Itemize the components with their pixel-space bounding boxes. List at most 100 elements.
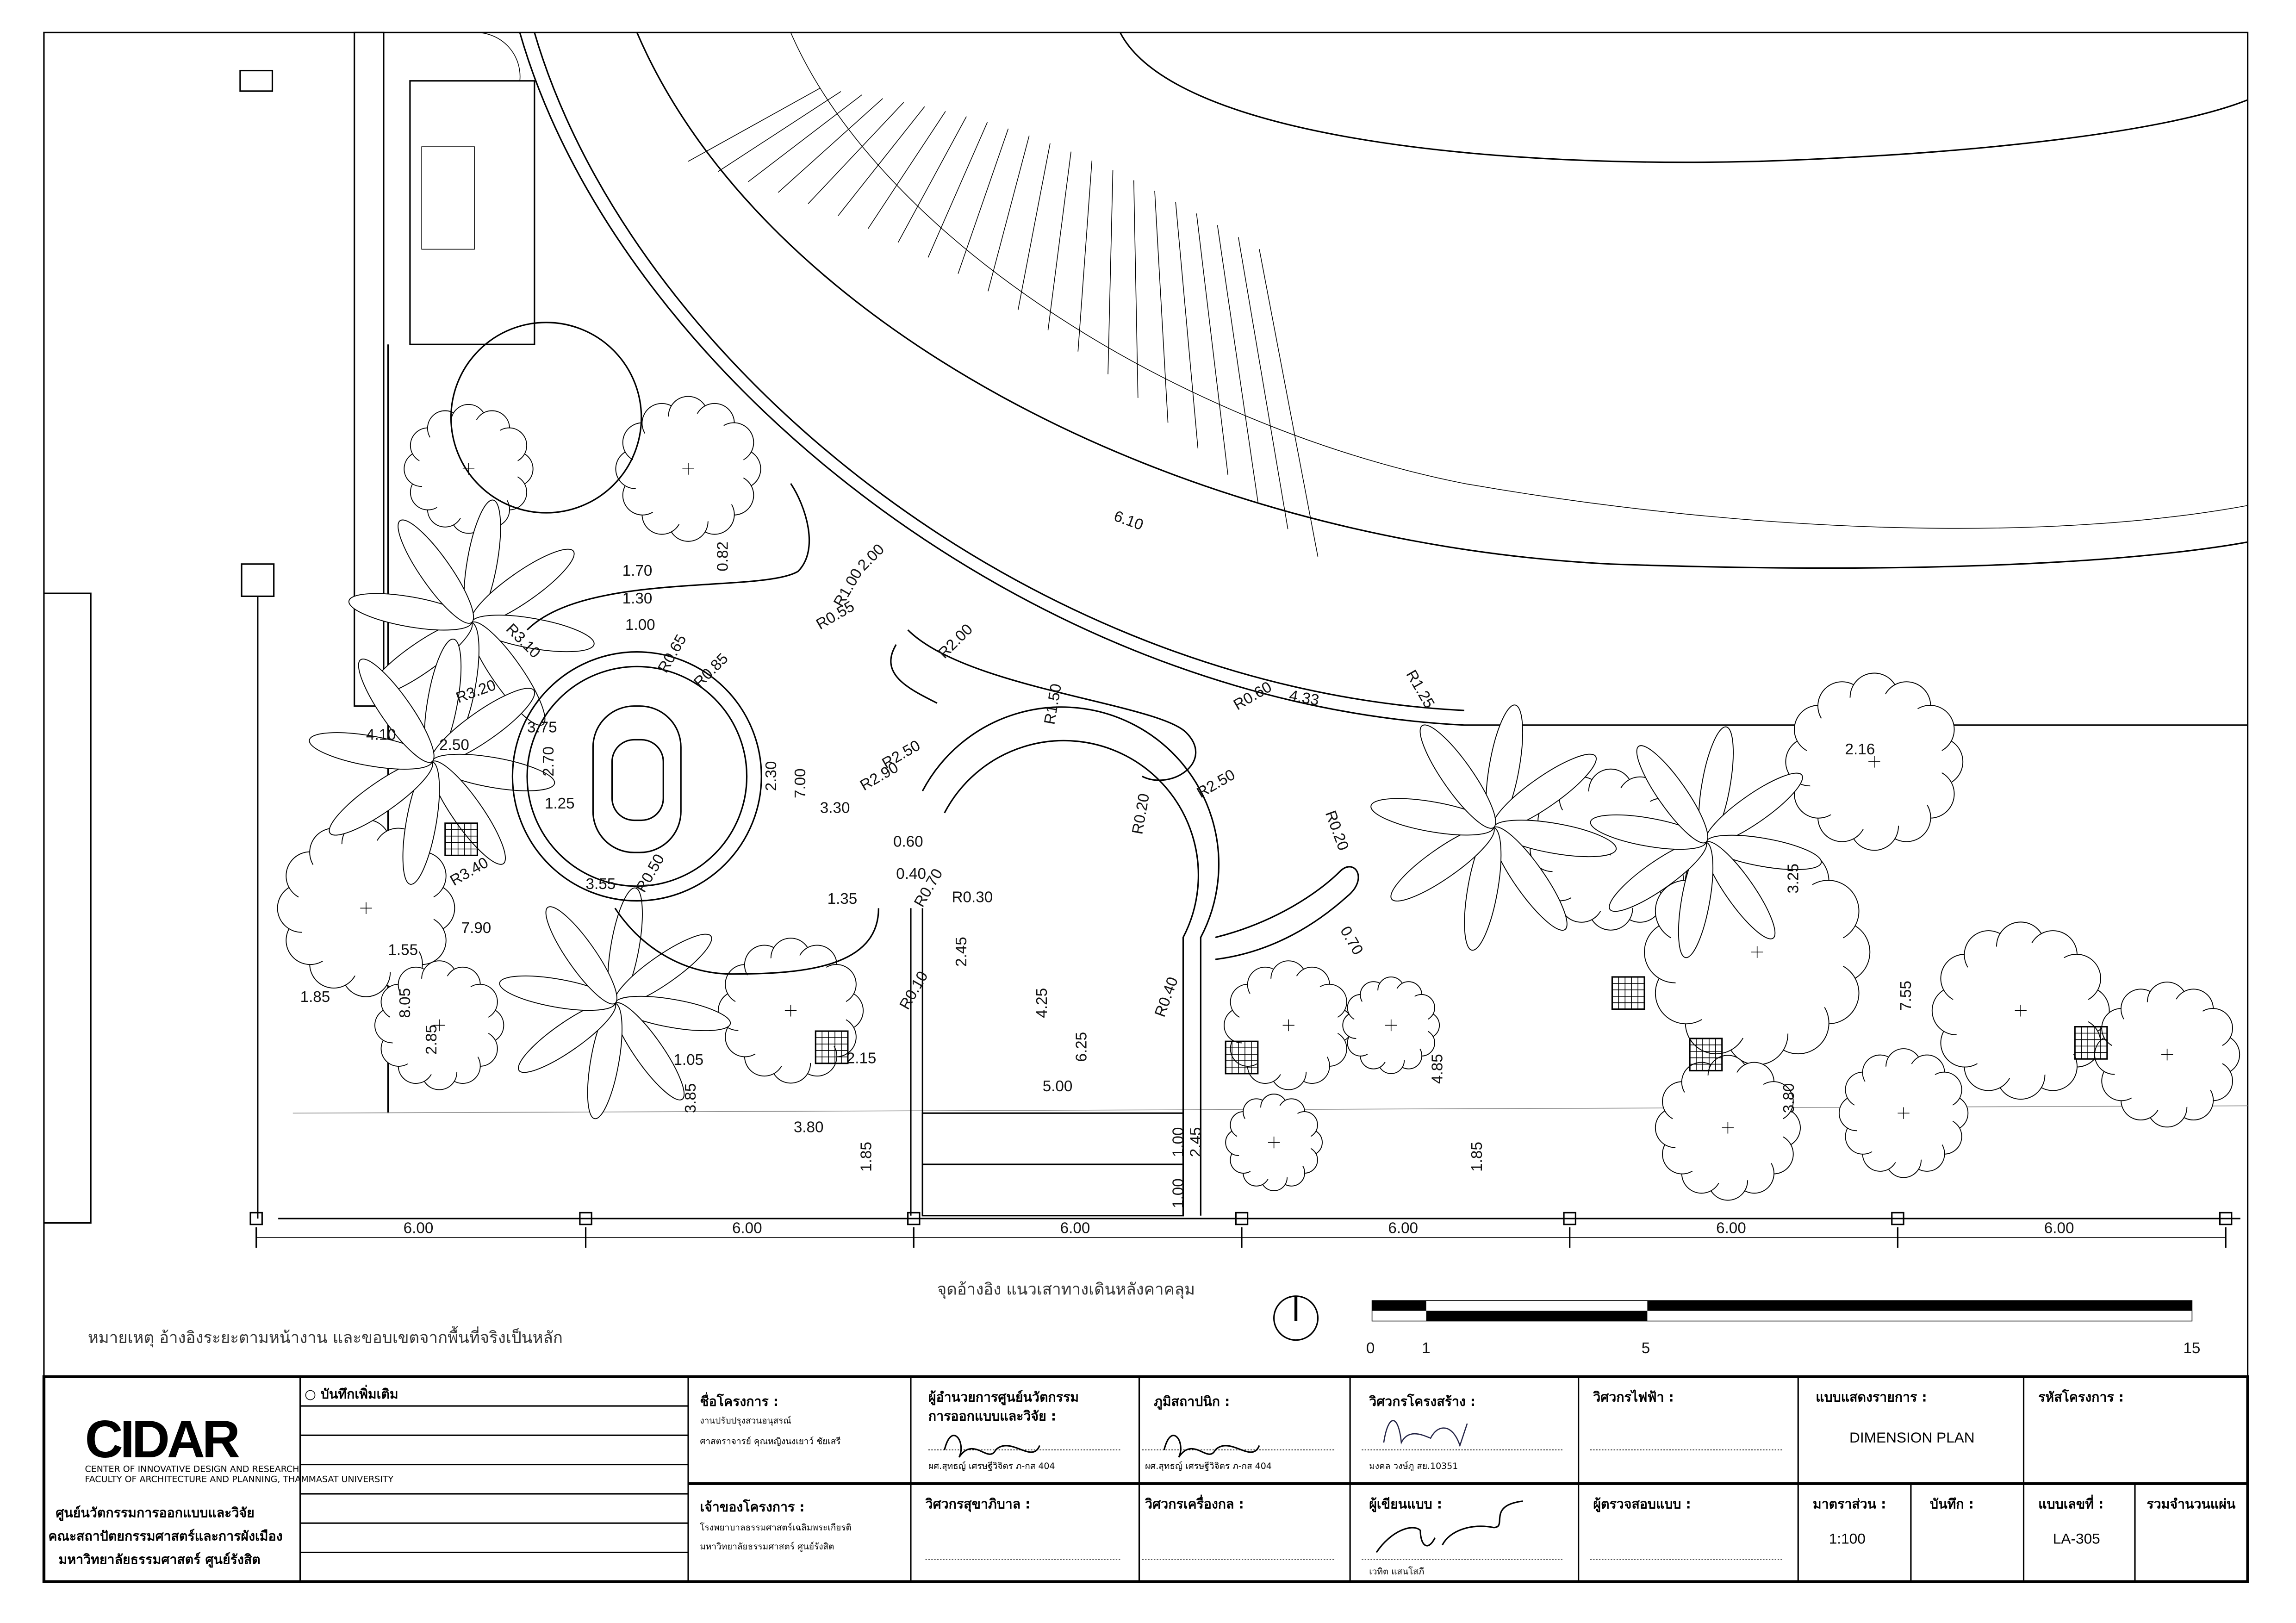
stair-building — [44, 31, 2248, 1224]
dimension-label: R0.40 — [1151, 975, 1182, 1019]
dimension-label: 1.85 — [300, 989, 330, 1006]
signature — [944, 1435, 1040, 1458]
tree-canopy — [1838, 1048, 1969, 1178]
dimension-label: 4.25 — [1033, 988, 1051, 1018]
svg-text:เจ้าของโครงการ :: เจ้าของโครงการ : — [700, 1499, 804, 1515]
column-marker — [579, 1212, 592, 1225]
dimension-label: 3.30 — [820, 800, 850, 817]
dimension-label: 3.55 — [586, 876, 616, 893]
tree-canopy — [1225, 1094, 1323, 1191]
dimension-label: 8.05 — [397, 988, 414, 1018]
dimension-label: 3.80 — [1780, 1083, 1798, 1113]
svg-text:วิศวกรโครงสร้าง :: วิศวกรโครงสร้าง : — [1369, 1393, 1475, 1409]
dimension-label: 3.80 — [794, 1119, 824, 1136]
grid-dimension: 6.00 — [2044, 1220, 2074, 1237]
svg-text:0: 0 — [1366, 1340, 1375, 1357]
svg-text:มหาวิทยาลัยธรรมศาสตร์ ศูนย์รัง: มหาวิทยาลัยธรรมศาสตร์ ศูนย์รังสิต — [59, 1552, 261, 1568]
dimension-label: 6.25 — [1073, 1032, 1090, 1062]
dimension-label: 3.85 — [682, 1083, 699, 1113]
dimension-label: 3.25 — [1785, 864, 1802, 894]
svg-text:วิศวกรเครื่องกล :: วิศวกรเครื่องกล : — [1145, 1495, 1244, 1512]
svg-text:ผศ.สุทธญ์ เศรษฐีวิจิตร ภ-กส 40: ผศ.สุทธญ์ เศรษฐีวิจิตร ภ-กส 404 — [1145, 1461, 1272, 1472]
planting — [277, 396, 2240, 1201]
tree-canopy — [1224, 960, 1354, 1090]
grid-dimension: 6.00 — [1388, 1220, 1418, 1237]
svg-text:โรงพยาบาลธรรมศาสตร์เฉลิมพระเกี: โรงพยาบาลธรรมศาสตร์เฉลิมพระเกียรติ — [700, 1523, 851, 1533]
garden-paths — [511, 483, 1359, 1217]
column-marker — [1563, 1212, 1576, 1225]
remark-note: หมายเหตุ อ้างอิงระยะตามหน้างาน และขอบเขต… — [88, 1326, 563, 1347]
dimension-label: 7.55 — [1898, 981, 1915, 1011]
dimension-label: 4.10 — [366, 726, 396, 743]
dimension-label: 1.70 — [622, 562, 653, 579]
existing-tree — [450, 322, 642, 514]
parking-stripe — [1259, 249, 1319, 557]
dimension-label: R0.60 — [1231, 678, 1275, 714]
parking-stripe — [748, 94, 862, 182]
svg-text:มหาวิทยาลัยธรรมศาสตร์ ศูนย์รัง: มหาวิทยาลัยธรรมศาสตร์ ศูนย์รังสิต — [700, 1542, 834, 1552]
dimension-label: R0.20 — [1322, 808, 1352, 853]
svg-text:ผศ.สุทธญ์ เศรษฐีวิจิตร ภ-กส 40: ผศ.สุทธญ์ เศรษฐีวิจิตร ภ-กส 404 — [928, 1461, 1055, 1472]
column-marker — [907, 1212, 921, 1225]
svg-text:15: 15 — [2183, 1340, 2200, 1357]
sheet-number: LA-305 — [2053, 1530, 2100, 1547]
parking-stripe — [1217, 225, 1258, 502]
dimension-label: R0.85 — [691, 650, 732, 691]
dimension-label: 1.85 — [1468, 1142, 1486, 1172]
dimension-label: 5.00 — [1043, 1078, 1073, 1095]
dimension-label: 2.30 — [763, 761, 780, 791]
parking-stripe — [1017, 143, 1051, 311]
column-marker — [2219, 1212, 2233, 1225]
dimension-label: R0.20 — [1129, 792, 1153, 836]
drain-grate — [1225, 1040, 1259, 1075]
tree-canopy — [1785, 672, 1964, 851]
title-block: CIDAR CENTER OF INNOVATIVE DESIGN AND RE… — [42, 1375, 2249, 1583]
tree-canopy — [1655, 1055, 1801, 1201]
palm-tree — [309, 639, 555, 885]
dimension-label: R1.25 — [1402, 667, 1437, 711]
grid-dimension: 6.00 — [1060, 1220, 1090, 1237]
svg-text:1: 1 — [1422, 1340, 1430, 1357]
parking-stripe — [1047, 151, 1071, 330]
svg-text:CIDAR: CIDAR — [85, 1410, 239, 1469]
dimension-label: 4.33 — [1288, 687, 1320, 709]
parking-stripe — [1154, 191, 1169, 423]
tree-canopy — [2094, 982, 2240, 1128]
parking-stripe — [718, 91, 841, 172]
svg-text:FACULTY OF ARCHITECTURE AND PL: FACULTY OF ARCHITECTURE AND PLANNING, TH… — [85, 1474, 394, 1485]
parking-stripe — [988, 135, 1030, 292]
dimension-label: R0.30 — [952, 889, 993, 906]
svg-text:วิศวกรไฟฟ้า :: วิศวกรไฟฟ้า : — [1593, 1389, 1674, 1405]
dimension-label: 2.16 — [1845, 741, 1875, 758]
dimension-label: 2.45 — [1187, 1127, 1204, 1157]
dimension-label: R0.10 — [896, 969, 932, 1013]
road-curve — [519, 32, 2248, 726]
dimension-label: 1.85 — [858, 1142, 875, 1172]
grid-dimension: 6.00 — [1716, 1220, 1746, 1237]
svg-text:ศาสตราจารย์ คุณหญิงนงเยาว์ ชัย: ศาสตราจารย์ คุณหญิงนงเยาว์ ชัยเสรี — [700, 1436, 840, 1447]
svg-text:CENTER OF INNOVATIVE DESIGN AN: CENTER OF INNOVATIVE DESIGN AND RESEARCH — [85, 1464, 299, 1474]
dimension-label: 0.60 — [893, 833, 923, 850]
dimension-label: 7.00 — [792, 768, 809, 798]
parking-stripe — [1133, 180, 1139, 398]
grid-dimension: 6.00 — [404, 1220, 434, 1237]
dimension-label: 1.35 — [828, 890, 858, 908]
svg-text:แบบเลขที่ :: แบบเลขที่ : — [2038, 1495, 2103, 1512]
parking-stripe — [688, 87, 821, 162]
drain-grate — [815, 1030, 849, 1064]
svg-text:เวทิต แสนโสภี: เวทิต แสนโสภี — [1369, 1567, 1424, 1577]
dimension-label: R2.50 — [1194, 766, 1238, 802]
cidar-logo: CIDAR CENTER OF INNOVATIVE DESIGN AND RE… — [85, 1410, 394, 1485]
column-marker — [1891, 1212, 1904, 1225]
dimension-label: 4.85 — [1429, 1054, 1446, 1084]
dimension-label: 0.70 — [1337, 923, 1366, 958]
palm-tree — [1370, 704, 1617, 951]
svg-text:บันทึก :: บันทึก : — [1930, 1497, 1974, 1512]
tree-canopy — [1931, 921, 2110, 1100]
parking-stripe — [868, 111, 946, 229]
dimension-label: 2.45 — [953, 937, 970, 967]
parking-stripe — [1175, 202, 1199, 448]
svg-text:งานปรับปรุงสวนอนุสรณ์: งานปรับปรุงสวนอนุสรณ์ — [700, 1416, 791, 1426]
svg-text:ผู้อำนวยการศูนย์นวัตกรรม: ผู้อำนวยการศูนย์นวัตกรรม — [928, 1390, 1079, 1405]
